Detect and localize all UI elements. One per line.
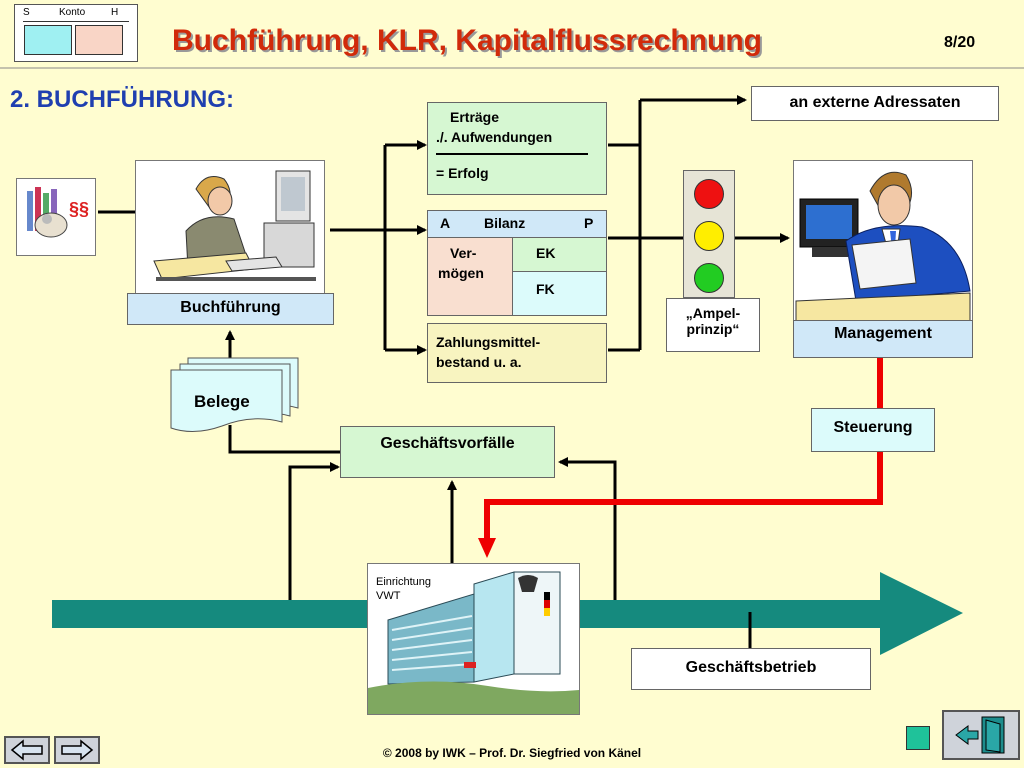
ampelprinzip-box: „Ampel- prinzip“ [666, 298, 760, 352]
yellow-light [694, 221, 724, 251]
bilanz-a: A [440, 215, 451, 231]
green-light [694, 263, 724, 293]
zahlungsmittel-line2: bestand u. a. [436, 354, 522, 370]
management-label: Management [793, 320, 973, 358]
paragraph-glyph: §§ [69, 199, 90, 219]
bilanz-title: Bilanz [484, 215, 526, 231]
accountant-illustration [135, 160, 325, 295]
konto-s: S [23, 7, 30, 18]
geschaeftsbetrieb-text: Geschäftsbetrieb [685, 659, 817, 676]
bilanz-p: P [584, 215, 594, 231]
vermoegen-line1: Ver- [450, 245, 477, 261]
red-light [694, 179, 724, 209]
buchfuehrung-text: Buchführung [180, 299, 281, 316]
manager-illustration [793, 160, 973, 322]
ek-cell [513, 238, 606, 272]
exit-button[interactable] [942, 710, 1020, 760]
geschaeftsbetrieb-box: Geschäftsbetrieb [631, 648, 871, 690]
law-icon: §§ [16, 178, 96, 256]
page-title: Buchführung, KLR, Kapitalflussrechnung [172, 24, 762, 57]
vermoegen-line2: mögen [438, 265, 484, 281]
bilanz-box: A Bilanz P Ver- mögen EK FK [427, 210, 607, 316]
geschaeftsvorfaelle-box: Geschäftsvorfälle [340, 426, 555, 478]
geschaeftsvorfaelle-text: Geschäftsvorfälle [380, 435, 515, 452]
previous-slide-button[interactable] [4, 736, 50, 764]
fk-cell [513, 272, 606, 315]
page-number: 8/20 [944, 34, 976, 51]
bilanz-header [428, 211, 606, 238]
home-square-button[interactable] [906, 726, 930, 750]
konto-icon: S Konto H [14, 4, 138, 62]
erfolg-box: Erträge ./. Aufwendungen = Erfolg [427, 102, 607, 195]
einrichtung-line1: Einrichtung [376, 576, 432, 588]
belege-label: Belege [194, 392, 250, 411]
section-heading: 2. BUCHFÜHRUNG: [10, 86, 234, 113]
ertraege-text: Erträge [450, 109, 500, 125]
konto-soll-box [24, 25, 72, 55]
zahlungsmittel-line1: Zahlungsmittel- [436, 334, 541, 350]
footer-copyright: © 2008 by IWK – Prof. Dr. Siegfried von … [382, 746, 642, 760]
buchfuehrung-label: Buchführung [127, 293, 334, 325]
ampelprinzip-line1: „Ampel- [685, 305, 741, 321]
konto-h: H [111, 7, 119, 18]
exit-door-icon [955, 716, 1005, 754]
einrichtung-illustration: Einrichtung VWT [367, 563, 580, 715]
ek-text: EK [536, 245, 556, 261]
traffic-light-icon [683, 170, 735, 298]
belege-documents [170, 357, 299, 432]
fk-text: FK [536, 281, 555, 297]
konto-label: Konto [59, 7, 86, 18]
arrow-left-icon [10, 739, 43, 761]
ampelprinzip-line2: prinzip“ [686, 321, 740, 337]
zahlungsmittel-box: Zahlungsmittel- bestand u. a. [427, 323, 607, 383]
steuerung-text: Steuerung [833, 419, 913, 436]
steuerung-box: Steuerung [811, 408, 935, 452]
externe-adressaten-box: an externe Adressaten [751, 86, 999, 121]
management-text: Management [834, 325, 932, 342]
einrichtung-line2: VWT [376, 590, 401, 602]
aufwendungen-text: ./. Aufwendungen [436, 129, 553, 145]
arrow-right-icon [61, 739, 94, 761]
konto-haben-box [75, 25, 123, 55]
externe-adressaten-text: an externe Adressaten [789, 94, 961, 111]
erfolg-text: = Erfolg [436, 165, 489, 181]
next-slide-button[interactable] [54, 736, 100, 764]
